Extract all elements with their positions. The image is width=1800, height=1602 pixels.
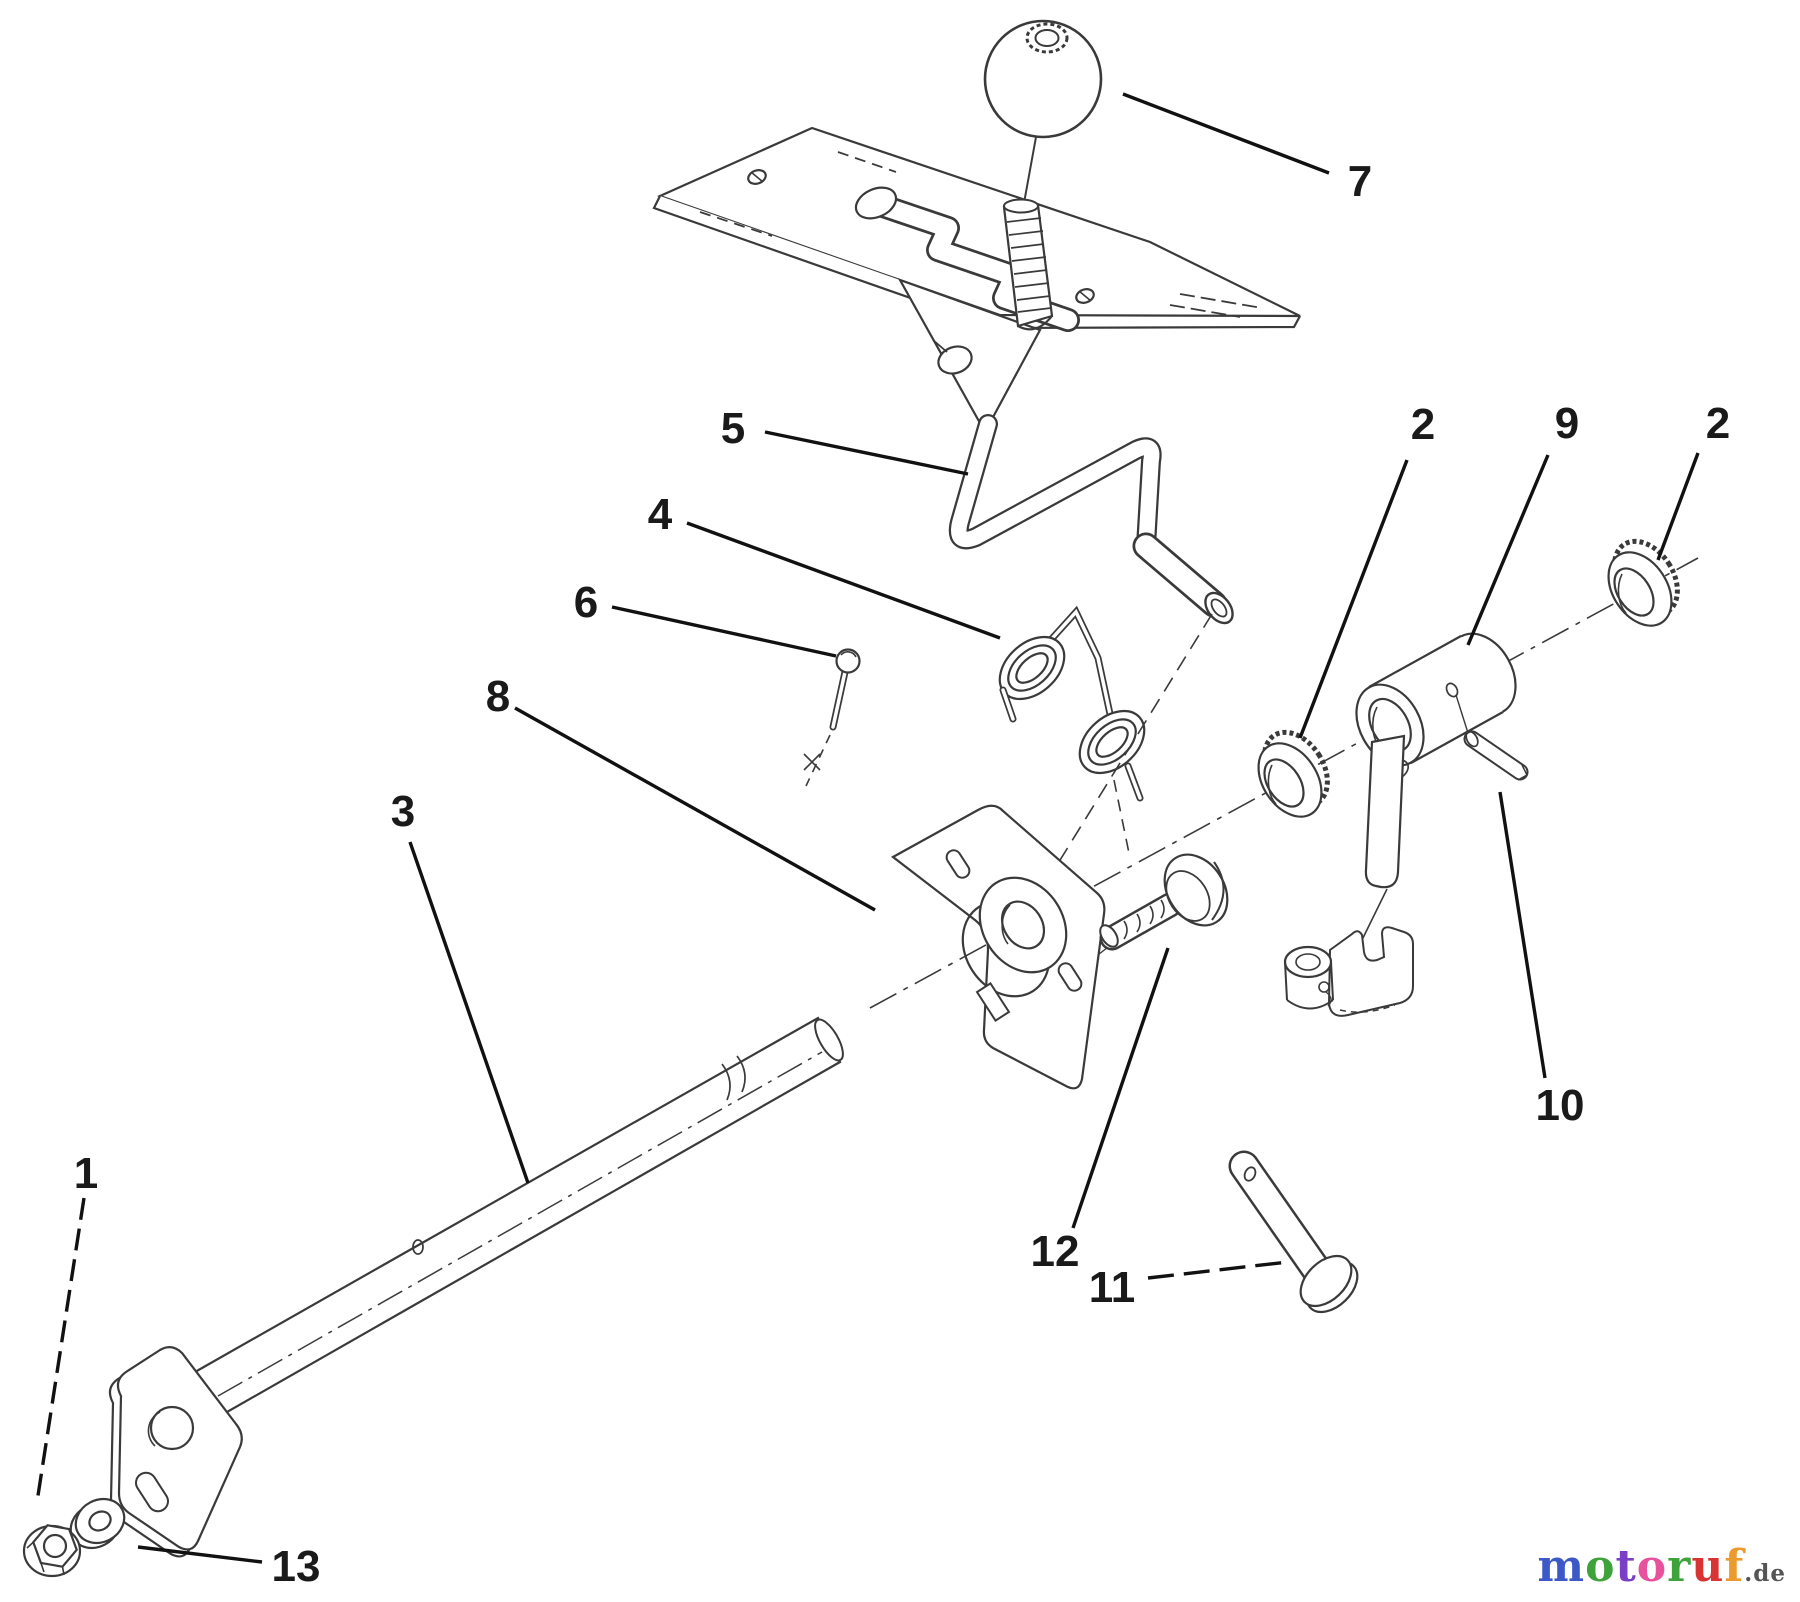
carriage-bolt: [1099, 853, 1229, 951]
callout-6: 6: [574, 578, 598, 627]
watermark-letter: u: [1691, 1541, 1725, 1592]
plate-screw-hole: [1075, 288, 1095, 304]
shift-plate: [652, 126, 1301, 435]
leader-lines: [35, 92, 1700, 1564]
leader-13: [137, 1545, 263, 1564]
callout-5: 5: [721, 404, 745, 453]
washer: [69, 1497, 126, 1550]
leader-4: [686, 521, 1001, 640]
callout-10: 10: [1536, 1081, 1585, 1130]
flange-bushing-right: [1607, 538, 1680, 627]
callout-2b: 2: [1706, 399, 1730, 448]
knob-threaded-stud: [1002, 198, 1054, 331]
callout-3: 3: [391, 787, 415, 836]
leader-11: [1147, 1260, 1289, 1280]
leader-9: [1466, 454, 1550, 646]
spring-coil-right: [1078, 709, 1146, 775]
leader-2b: [1656, 452, 1700, 561]
leader-8: [514, 706, 876, 912]
flange-bushing-left: [1257, 729, 1330, 818]
roll-pin: [1455, 694, 1529, 781]
leader-12: [1071, 947, 1170, 1229]
callout-7: 7: [1348, 157, 1372, 206]
callout-4: 4: [648, 490, 673, 539]
callout-8: 8: [486, 672, 510, 721]
flange-lock-nut: [22, 1524, 82, 1578]
leader-5: [764, 430, 969, 476]
watermark-suffix: .de: [1744, 1560, 1786, 1587]
shift-lever: [948, 414, 1234, 625]
callout-1: 1: [74, 1149, 98, 1198]
watermark-letter: f: [1724, 1541, 1745, 1592]
watermark-letter: o: [1585, 1541, 1616, 1592]
watermark-letter: m: [1537, 1541, 1586, 1592]
leader-6: [611, 605, 837, 658]
bracket-hub-boss: [961, 876, 1068, 998]
shift-knob: [983, 19, 1103, 331]
leader-3: [408, 841, 530, 1184]
spring-coil-left: [998, 635, 1066, 701]
plate-gusset: [897, 277, 1042, 435]
leader-2a: [1298, 459, 1409, 739]
lever-socket-tube: [1132, 532, 1234, 625]
watermark-letter: r: [1667, 1541, 1692, 1592]
clevis-pin: [1228, 1150, 1359, 1314]
leader-10: [1498, 791, 1547, 1079]
watermark-letter: o: [1636, 1541, 1668, 1592]
hub-arm: [1359, 734, 1406, 945]
shaft-end-plate: [108, 1346, 243, 1558]
cotter-pin: [803, 648, 861, 787]
watermark-letter: t: [1615, 1541, 1637, 1592]
torsion-spring: [998, 605, 1146, 859]
knob-ball: [983, 19, 1103, 139]
callout-labels: 7 5 4 6 8 3 2 9 2 10 12 11 1 13: [74, 157, 1730, 1591]
plate-screw-hole: [747, 169, 767, 185]
motoruf-watermark: motoruf.de: [1538, 1541, 1786, 1592]
callout-11: 11: [1089, 1263, 1136, 1312]
shift-shaft: [193, 1016, 844, 1422]
callout-12: 12: [1031, 1227, 1080, 1276]
leader-1: [35, 1197, 86, 1503]
leader-7: [1122, 92, 1330, 175]
pivot-hub: [1283, 632, 1517, 1017]
knob-knurled-insert: [1025, 22, 1069, 54]
pivot-bracket: [890, 804, 1106, 1090]
clevis-fork: [1283, 926, 1414, 1017]
callout-13: 13: [272, 1542, 321, 1591]
callout-9: 9: [1555, 399, 1579, 448]
callout-2a: 2: [1411, 400, 1435, 449]
